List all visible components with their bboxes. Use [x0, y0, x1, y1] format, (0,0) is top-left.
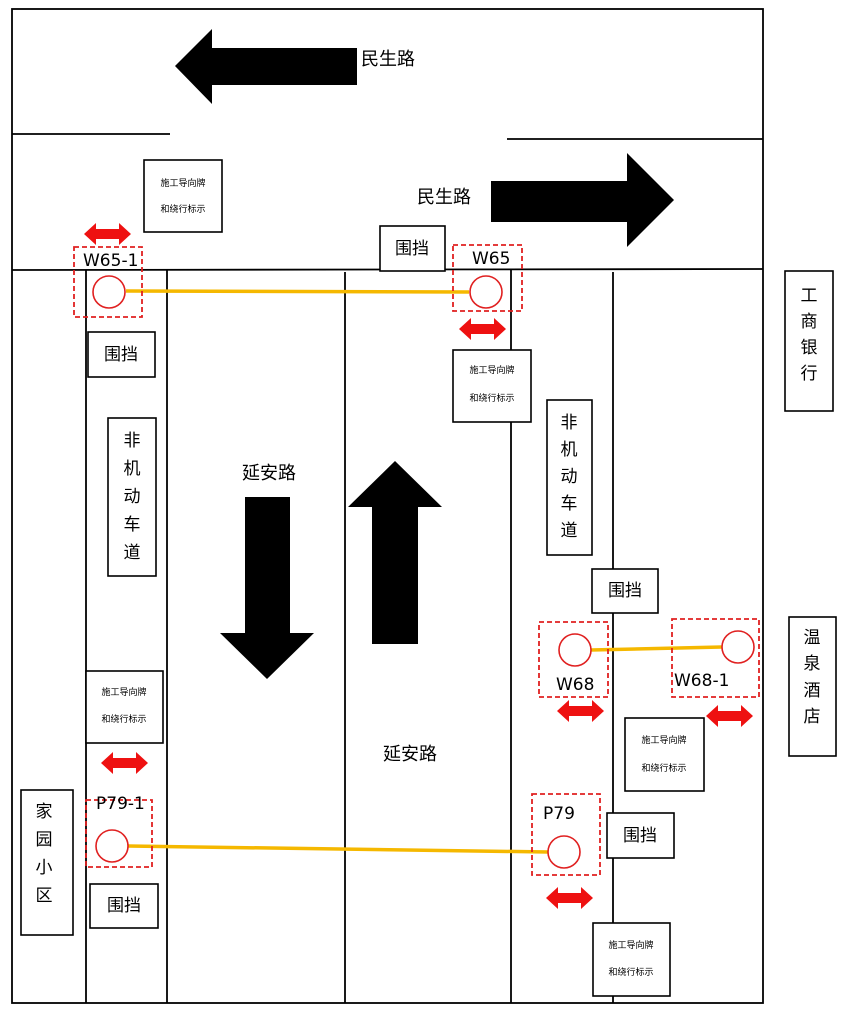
marker-label: P79 — [543, 804, 575, 824]
guide-sign: 施工导向牌 和绕行标示 — [452, 349, 532, 423]
lane-char: 道 — [124, 543, 141, 563]
jiayuan-char: 小 — [36, 858, 53, 878]
detour-arrow-icon — [557, 700, 604, 722]
marker-w65: W65 — [452, 244, 523, 312]
lane-char: 道 — [561, 521, 578, 541]
non-motor-lane-left: 非 机 动 车 道 — [107, 417, 157, 577]
sign-line2: 和绕行标示 — [160, 203, 205, 215]
lane-char: 非 — [124, 431, 141, 451]
barrier-label: 围挡 — [395, 239, 429, 259]
marker-w65-1: W65-1 — [73, 246, 143, 318]
hotel-char: 酒 — [804, 681, 821, 701]
guide-sign: 施工导向牌 和绕行标示 — [143, 159, 223, 233]
lane-char: 动 — [561, 467, 578, 487]
lane-char: 车 — [561, 494, 578, 514]
road-name-minsheng-mid: 民生路 — [417, 187, 471, 208]
guide-sign: 施工导向牌 和绕行标示 — [624, 717, 705, 792]
building-bank: 工 商 银 行 — [784, 270, 834, 412]
arrow-right-minsheng — [491, 153, 674, 247]
barrier-box: 围挡 — [89, 883, 159, 929]
lane-char: 机 — [124, 459, 141, 479]
jiayuan-char: 园 — [36, 830, 53, 850]
jiayuan-char: 区 — [36, 886, 53, 906]
jiayuan-char: 家 — [36, 802, 53, 822]
cable-line-p79 — [127, 844, 549, 854]
lane-char: 非 — [561, 413, 578, 433]
map-border — [11, 8, 764, 1004]
barrier-label: 围挡 — [623, 826, 657, 846]
cable-line-w65 — [125, 289, 470, 294]
building-hotel: 温 泉 酒 店 — [788, 616, 837, 757]
sign-line2: 和绕行标示 — [608, 966, 653, 978]
hotel-char: 店 — [804, 707, 821, 727]
hotel-char: 温 — [804, 628, 821, 648]
non-motor-lane-right: 非 机 动 车 道 — [546, 399, 593, 556]
marker-w68-1: W68-1 — [671, 618, 760, 698]
sign-line1: 施工导向牌 — [641, 734, 686, 746]
detour-arrow-icon — [459, 318, 506, 340]
bank-char: 银 — [801, 338, 818, 358]
detour-arrow-icon — [706, 705, 753, 727]
barrier-label: 围挡 — [608, 581, 642, 601]
sign-line1: 施工导向牌 — [608, 939, 653, 951]
road-name-minsheng-top: 民生路 — [361, 49, 415, 70]
sign-line2: 和绕行标示 — [469, 392, 514, 404]
arrow-left-minsheng — [175, 29, 357, 104]
lane-char: 机 — [561, 440, 578, 460]
barrier-box: 围挡 — [87, 331, 156, 378]
barrier-box: 围挡 — [379, 225, 446, 272]
barrier-label: 围挡 — [104, 345, 138, 365]
road-name-yanan-bottom: 延安路 — [383, 744, 437, 765]
lane-char: 车 — [124, 515, 141, 535]
marker-label: W68 — [556, 675, 594, 695]
marker-p79: P79 — [531, 793, 601, 876]
sign-line2: 和绕行标示 — [101, 713, 146, 725]
detour-arrow-icon — [84, 223, 131, 245]
lane-char: 动 — [124, 487, 141, 507]
bank-char: 商 — [801, 312, 818, 332]
marker-label: W65 — [472, 249, 510, 269]
bank-char: 行 — [801, 364, 818, 384]
cable-line-w68 — [590, 645, 723, 652]
arrow-up-yanan — [348, 461, 442, 644]
marker-label: W68-1 — [674, 671, 729, 691]
road-lines — [11, 8, 764, 1004]
barrier-box: 围挡 — [591, 568, 659, 614]
marker-label: P79-1 — [96, 794, 145, 814]
marker-label: W65-1 — [83, 251, 138, 271]
detour-arrow-icon — [546, 887, 593, 909]
sign-line1: 施工导向牌 — [101, 686, 146, 698]
guide-sign: 施工导向牌 和绕行标示 — [85, 670, 164, 744]
sign-line1: 施工导向牌 — [469, 364, 514, 376]
detour-arrow-icon — [101, 752, 148, 774]
marker-w68: W68 — [538, 621, 609, 698]
arrow-down-yanan — [220, 497, 314, 679]
barrier-box: 围挡 — [606, 812, 675, 859]
building-jiayuan: 家 园 小 区 — [20, 789, 74, 936]
hotel-char: 泉 — [804, 654, 821, 674]
bank-char: 工 — [801, 286, 818, 306]
road-name-yanan-mid: 延安路 — [242, 463, 296, 484]
guide-sign: 施工导向牌 和绕行标示 — [592, 922, 671, 997]
sign-line2: 和绕行标示 — [641, 762, 686, 774]
marker-p79-1: P79-1 — [85, 794, 153, 868]
sign-line1: 施工导向牌 — [160, 177, 205, 189]
barrier-label: 围挡 — [107, 896, 141, 916]
